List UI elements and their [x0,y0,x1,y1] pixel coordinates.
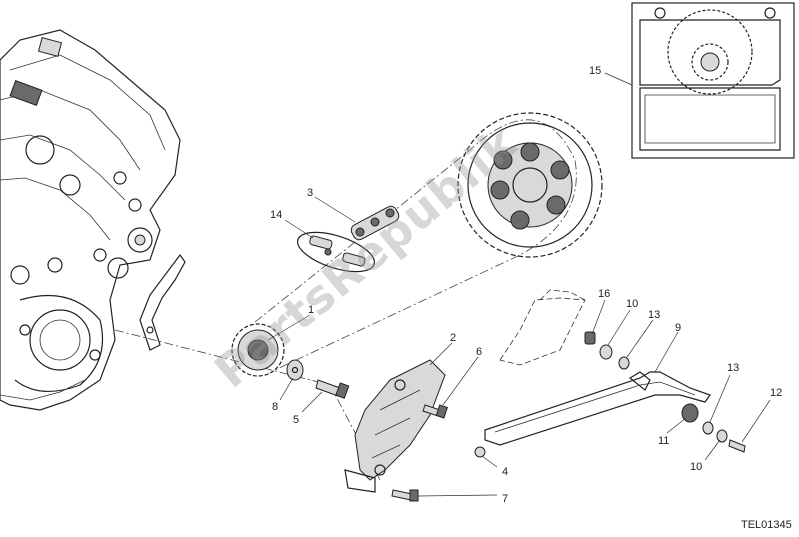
callout-12: 12 [770,387,782,399]
engine-bracket [139,253,186,351]
washer-8 [286,359,304,381]
callout-labels: 15 3 14 16 10 13 9 2 6 1 8 5 4 7 11 13 1… [270,65,782,505]
chain-link-set [350,205,400,241]
sprocket-cover [344,359,446,493]
callout-1: 1 [308,304,314,316]
callout-6: 6 [476,346,482,358]
drawing-code: TEL01345 [741,519,792,531]
callout-13-bottom: 13 [727,362,739,374]
callout-13-top: 13 [648,309,660,321]
rear-sprocket [457,112,603,258]
callout-4: 4 [502,466,508,478]
callout-2: 2 [450,332,456,344]
callout-8: 8 [272,401,278,413]
nut-4 [474,446,486,458]
callout-9: 9 [675,322,681,334]
callout-10-top: 10 [626,298,638,310]
screw-7 [391,489,419,502]
callout-5: 5 [293,414,299,426]
leader-lines [267,72,771,497]
small-hardware [584,331,746,453]
callout-3: 3 [307,187,313,199]
inset-detail-box [631,2,795,159]
swingarm-outline [499,289,586,366]
callout-16: 16 [598,288,610,300]
callout-15: 15 [589,65,601,77]
callout-14: 14 [270,209,282,221]
chain-slider [484,371,711,446]
master-link-kit [297,231,375,273]
screw-6 [422,404,448,419]
callout-10-bottom: 10 [690,461,702,473]
bolt-5 [315,379,350,399]
engine-block [0,29,181,411]
callout-7: 7 [502,493,508,505]
callout-11: 11 [658,435,669,447]
